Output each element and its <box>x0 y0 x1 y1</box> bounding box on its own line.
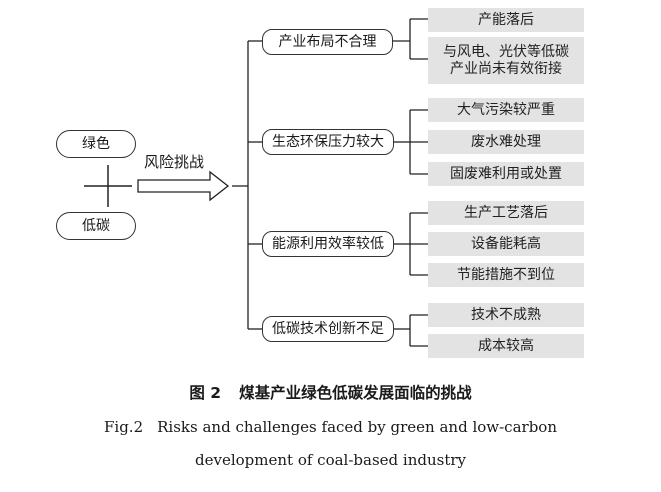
leaf-2-1: 大气污染较严重 <box>428 98 584 122</box>
caption-cn-text: 煤基产业绿色低碳发展面临的挑战 <box>239 384 472 402</box>
category-box-4: 低碳技术创新不足 <box>262 316 394 342</box>
leaf-2-3: 固废难利用或处置 <box>428 162 584 186</box>
green-pill: 绿色 <box>56 130 136 158</box>
caption-chinese: 图 2 煤基产业绿色低碳发展面临的挑战 <box>0 381 661 403</box>
category-box-3: 能源利用效率较低 <box>262 231 394 257</box>
leaf-2-2: 废水难处理 <box>428 130 584 154</box>
category-box-1: 产业布局不合理 <box>262 29 393 55</box>
caption-cn-number: 图 2 <box>189 384 222 402</box>
leaf-1-2: 与风电、光伏等低碳 产业尚未有效衔接 <box>428 37 584 84</box>
leaf-1-1: 产能落后 <box>428 8 584 32</box>
caption-en-text-1: Risks and challenges faced by green and … <box>157 418 557 436</box>
hollow-arrow <box>137 170 230 202</box>
arrow-label: 风险挑战 <box>144 153 205 171</box>
leaf-3-3: 节能措施不到位 <box>428 263 584 287</box>
caption-english-line2: development of coal-based industry <box>0 451 661 469</box>
leaf-3-1: 生产工艺落后 <box>428 201 584 225</box>
leaf-3-2: 设备能耗高 <box>428 232 584 256</box>
leaf-4-1: 技术不成熟 <box>428 303 584 327</box>
connector-lines <box>84 18 428 347</box>
low-carbon-pill: 低碳 <box>56 212 136 240</box>
category-box-2: 生态环保压力较大 <box>262 129 394 155</box>
leaf-4-2: 成本较高 <box>428 334 584 358</box>
caption-en-text-2: development of coal-based industry <box>195 451 466 469</box>
caption-en-number: Fig.2 <box>104 418 144 436</box>
caption-english-line1: Fig.2 Risks and challenges faced by green… <box>0 418 661 436</box>
